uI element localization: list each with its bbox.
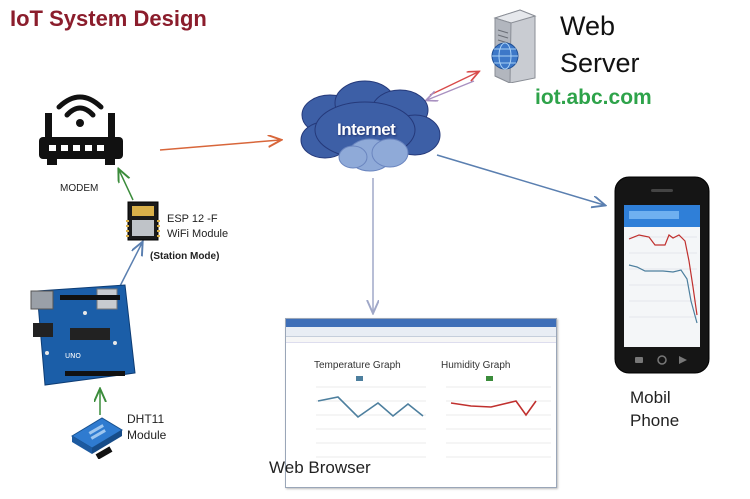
arrow-internet-to-phone	[437, 155, 604, 205]
mobile-phone-label: Mobil Phone	[630, 386, 679, 432]
arrow-modem-to-internet	[160, 140, 280, 150]
temp-legend-swatch	[356, 376, 363, 381]
arrow-esp-to-modem	[119, 170, 133, 200]
web-browser-label: Web Browser	[269, 458, 371, 478]
humidity-line	[451, 401, 536, 415]
server-globe-icon	[485, 8, 540, 83]
router-icon	[35, 93, 127, 168]
internet-label: Internet	[337, 120, 395, 140]
diagram-title: IoT System Design	[10, 6, 207, 32]
svg-text:UNO: UNO	[65, 352, 81, 360]
smartphone-icon	[613, 175, 711, 375]
station-mode-label: (Station Mode)	[150, 251, 219, 262]
arduino-board-icon: UNO	[25, 283, 137, 388]
dht11-label: DHT11 Module	[127, 411, 166, 443]
modem-label: MODEM	[60, 183, 98, 194]
sensor-icon	[68, 414, 126, 459]
web-server-label: Web Server	[560, 8, 640, 82]
humidity-legend-swatch	[486, 376, 493, 381]
chip-icon	[126, 200, 160, 242]
temperature-line	[318, 397, 423, 417]
esp-module-label: ESP 12 -F WiFi Module	[167, 212, 228, 242]
server-url: iot.abc.com	[535, 86, 652, 110]
